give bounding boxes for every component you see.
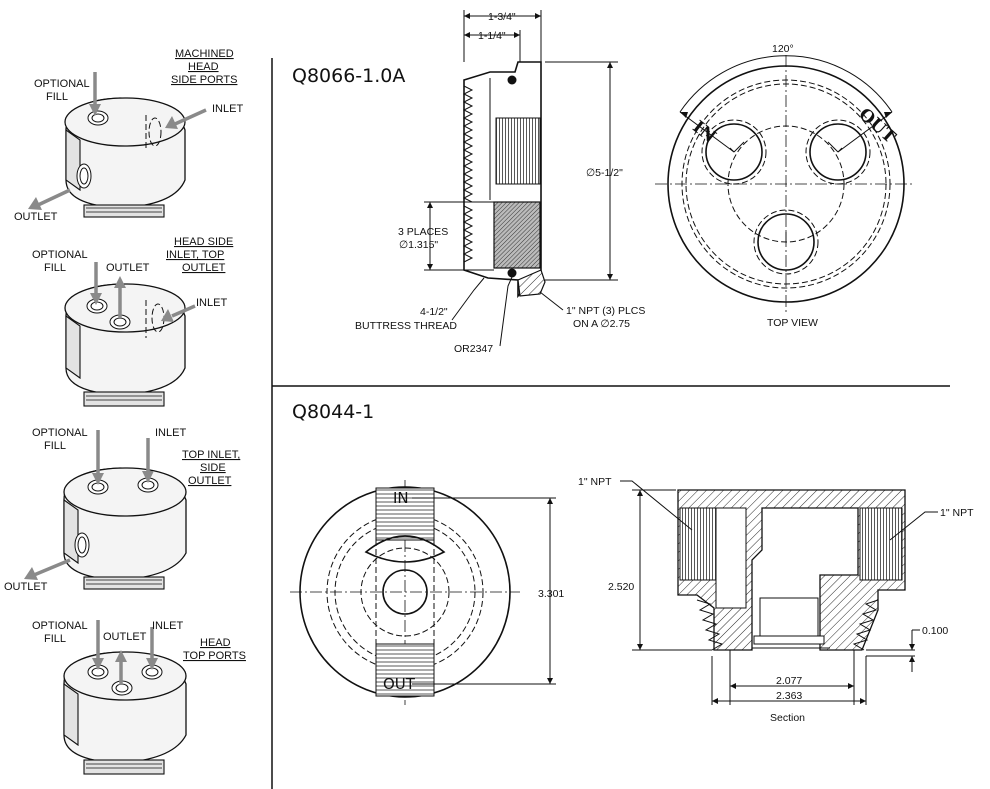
q8044-out-label: OUT (383, 675, 416, 693)
q8044-section-caption: Section (770, 712, 805, 724)
q8066-title: Q8066-1.0A (292, 65, 405, 87)
q8066-dim-places: 3 PLACES (398, 226, 448, 238)
v1-outlet-label: OUTLET (14, 211, 58, 223)
q8044-inner-dim: 2.077 (776, 675, 802, 687)
q8066-dim-places-dia: ∅1.315" (399, 239, 438, 251)
v1-inlet-label: INLET (212, 103, 243, 115)
q8044-section-view (620, 480, 938, 705)
q8066-top-view-caption: TOP VIEW (767, 317, 818, 329)
q8044-npt-right-label: 1" NPT (940, 507, 974, 519)
fitting-variant-top-inlet-side-outlet (24, 430, 187, 590)
q8066-dim-inner: 1-1/4" (478, 30, 506, 42)
q8044-title: Q8044-1 (292, 401, 374, 423)
fitting-variant-side-ports (28, 72, 207, 218)
q8066-dim-diameter: ∅5-1/2" (586, 167, 623, 179)
q8044-step-dim: 0.100 (922, 625, 948, 637)
v4-outlet-label: OUTLET (103, 631, 147, 643)
q8066-oring-label: OR2347 (454, 343, 493, 355)
q8066-npt-label: 1" NPT (3) PLCS (566, 305, 645, 317)
v2-outlet-label: OUTLET (106, 262, 150, 274)
q8066-dim-overall: 1-3/4" (488, 11, 516, 23)
q8066-npt-label-2: ON A ∅2.75 (573, 318, 630, 330)
q8066-out-label: OUT (855, 104, 900, 147)
q8044-npt-left-label: 1" NPT (578, 476, 612, 488)
q8066-side-section (424, 10, 618, 347)
fitting-variant-top-ports (63, 620, 187, 775)
q8044-in-label: IN (393, 489, 409, 507)
v2-inlet-label: INLET (196, 297, 227, 309)
q8066-buttress-size: 4-1/2" (420, 306, 448, 318)
fitting-variant-side-inlet-top-outlet (64, 262, 196, 407)
v4-inlet-label: INLET (152, 620, 183, 632)
v3-outlet-label: OUTLET (4, 581, 48, 593)
q8044-height-dim: 2.520 (608, 581, 634, 593)
q8044-top-dim: 3.301 (538, 588, 564, 600)
q8044-top-view (290, 480, 556, 705)
q8044-outer-dim: 2.363 (776, 690, 802, 702)
v3-inlet-label: INLET (155, 427, 186, 439)
q8066-angle-label: 120° (772, 43, 794, 55)
q8066-buttress-label: BUTTRESS THREAD (355, 320, 457, 332)
q8066-top-view (655, 55, 915, 315)
